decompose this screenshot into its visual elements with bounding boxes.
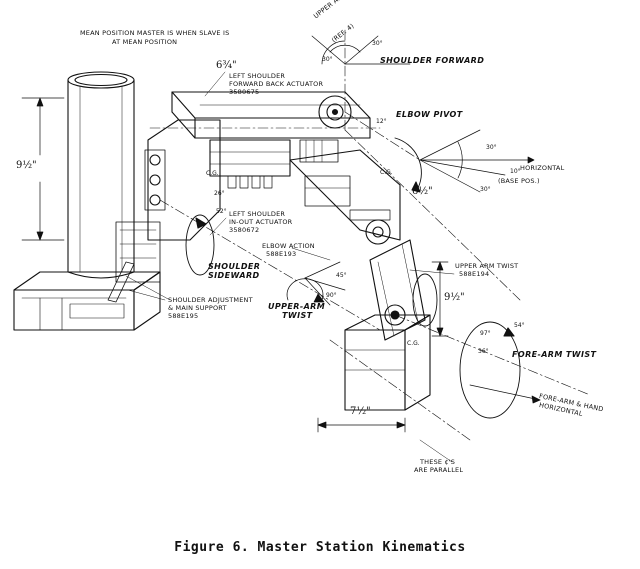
centerlines-parallel-label-line2: ARE PARALLEL <box>414 466 464 474</box>
fore-arm-twist-label: FORE-ARM TWIST <box>512 350 597 359</box>
left-shoulder-io-label-line2: IN-OUT ACTUATOR <box>229 218 293 226</box>
left-shoulder-fb-label-line3: 3580675 <box>229 88 260 96</box>
cg-mark-shoulder: C.G. <box>206 170 219 177</box>
shoulder-adjustment-label-line1: SHOULDER ADJUSTMENT <box>168 296 253 304</box>
forearm-dimension <box>432 262 448 336</box>
shoulder-sideward-label-line2: SIDEWARD <box>208 271 260 280</box>
upper-arm-twist-pn-label-line1: UPPER ARM TWIST <box>455 262 519 270</box>
angle-97: 97° <box>480 330 491 337</box>
angle-52: 52° <box>216 208 227 215</box>
angle-12: 12° <box>376 118 387 125</box>
support-column <box>68 72 134 278</box>
elbow-action-label-line1: ELBOW ACTION <box>262 242 315 250</box>
angle-90: 90° <box>326 292 337 299</box>
elbow-offset-dimension-text: 6½" <box>412 186 433 197</box>
lower-width-dimension-text: 7½" <box>350 406 371 417</box>
angle-30-top: 30° <box>372 40 383 47</box>
mean-position-note-line1: MEAN POSITION MASTER IS WHEN SLAVE IS <box>80 29 230 37</box>
centerlines-parallel-label-line1: THESE ¢'S <box>420 458 456 466</box>
forearm-horizontal-arrow <box>470 385 540 403</box>
figure-caption: Figure 6. Master Station Kinematics <box>174 540 466 555</box>
forearm-assembly <box>345 240 520 418</box>
shoulder-mechanism <box>145 120 290 275</box>
shoulder-forward-label: SHOULDER FORWARD <box>380 56 485 65</box>
upper-arm-assembly <box>172 92 370 162</box>
angle-30-elbow-2: 30° <box>480 186 491 193</box>
upper-arm-twist-label-line1: UPPER-ARM <box>268 302 326 311</box>
lower-width-dimension <box>318 418 405 432</box>
upper-arm-twist-label-line2: TWIST <box>282 311 313 320</box>
cg-mark-elbow: C.G. <box>380 169 393 176</box>
elbow-pivot-label: ELBOW PIVOT <box>396 110 463 119</box>
elbow-pivot-angles <box>420 130 534 192</box>
left-shoulder-io-label-line3: 3580672 <box>229 226 260 234</box>
component-label-markers: C.G. C.G. C.G. <box>206 169 420 347</box>
shoulder-offset-dimension-text: 6¾" <box>216 60 237 71</box>
shoulder-sideward-label-line1: SHOULDER <box>208 262 261 271</box>
upper-arm-twist-pn-label-line2: 588E194 <box>459 270 490 278</box>
leader-lines <box>128 72 454 462</box>
shoulder-adjustment-label-line2: & MAIN SUPPORT <box>168 304 227 312</box>
cg-mark-forearm: C.G. <box>407 340 420 347</box>
shoulder-forward-angle <box>312 36 410 64</box>
angle-10: 10° <box>510 168 521 175</box>
horizontal-label: HORIZONTAL <box>520 164 565 172</box>
shoulder-adjustment-label-line3: 588E195 <box>168 312 199 320</box>
left-shoulder-fb-label-line1: LEFT SHOULDER <box>229 72 286 80</box>
left-shoulder-fb-label-line2: FORWARD BACK ACTUATOR <box>229 80 324 88</box>
angle-30-top-2: 30° <box>322 56 333 63</box>
angle-26: 26° <box>214 190 225 197</box>
column-height-dimension <box>22 98 64 240</box>
forearm-offset-dimension-text: 9½" <box>444 292 465 303</box>
angle-54: 54° <box>514 322 525 329</box>
center-lines <box>150 30 590 440</box>
elbow-mechanism <box>290 138 421 244</box>
angle-36: 36° <box>478 348 489 355</box>
base-pos-label: (BASE POS.) <box>498 177 540 185</box>
angle-30-elbow: 30° <box>486 144 497 151</box>
upper-arm-twist-symbol <box>287 262 345 305</box>
mean-position-note-line2: AT MEAN POSITION <box>112 38 178 46</box>
elbow-action-label-line2: 588E193 <box>266 250 297 258</box>
left-shoulder-io-label-line1: LEFT SHOULDER <box>229 210 286 218</box>
main-support-base <box>14 222 170 330</box>
column-height-dimension-text: 9½" <box>16 160 37 171</box>
angle-45: 45° <box>336 272 347 279</box>
